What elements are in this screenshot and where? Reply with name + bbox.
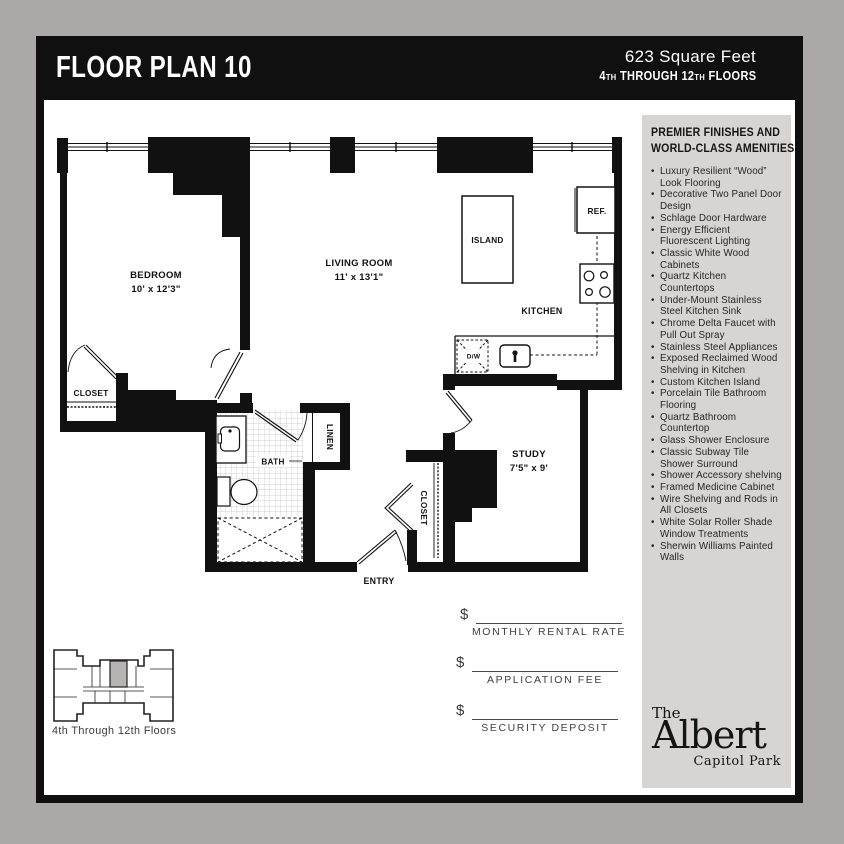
building-key-plan: [53, 649, 174, 722]
keyplan-unit-lines: [54, 666, 173, 703]
keyplan-caption: 4th Through 12th Floors: [52, 725, 177, 737]
amenities-list: Luxury Resilient “Wood” Look Flooring De…: [651, 166, 783, 564]
amenity-item: Quartz Kitchen Countertops: [651, 271, 783, 294]
amenities-heading: PREMIER FINISHES AND WORLD-CLASS AMENITI…: [651, 125, 799, 157]
dollar-sign: $: [456, 702, 465, 719]
floors-text: THROUGH 12: [616, 69, 694, 83]
amenities-sidebar: PREMIER FINISHES AND WORLD-CLASS AMENITI…: [642, 115, 799, 788]
fill-in-label: MONTHLY RENTAL RATE: [471, 626, 627, 638]
floors-text: FLOORS: [704, 69, 756, 83]
floors-ordinal: TH: [605, 72, 617, 82]
amenity-item: Energy Efficient Fluorescent Lighting: [651, 225, 783, 248]
floors-range: 4TH THROUGH 12TH FLOORS: [599, 69, 756, 83]
amenity-item: Decorative Two Panel Door Design: [651, 189, 783, 212]
floors-text: 4: [598, 69, 606, 83]
amenities-heading-line2: WORLD-CLASS AMENITIES:: [651, 143, 799, 155]
amenity-item: Stainless Steel Appliances: [651, 342, 783, 354]
fill-in-line: [476, 623, 622, 624]
page-title: FLOOR PLAN 10: [56, 49, 252, 84]
fill-in-label: APPLICATION FEE: [487, 674, 603, 686]
application-fee-row: $ APPLICATION FEE: [456, 654, 622, 698]
logo-the: The: [652, 704, 681, 722]
amenity-item: Sherwin Williams Painted Walls: [651, 541, 783, 564]
amenity-item: Luxury Resilient “Wood” Look Flooring: [651, 166, 783, 189]
amenities-heading-line1: PREMIER FINISHES AND: [651, 127, 781, 139]
amenity-item: Glass Shower Enclosure: [651, 435, 783, 447]
fill-in-line: [472, 719, 618, 720]
amenity-item: Classic White Wood Cabinets: [651, 248, 783, 271]
logo-name: Albert: [652, 713, 767, 757]
header-right: 623 Square Feet 4TH THROUGH 12TH FLOORS: [578, 47, 756, 83]
amenity-item: Classic Subway Tile Shower Surround: [651, 447, 783, 470]
page-frame: FLOOR PLAN 10 623 Square Feet 4TH THROUG…: [36, 36, 803, 803]
fill-in-line: [472, 671, 618, 672]
keyplan-unit-highlight: [109, 660, 128, 688]
amenity-item: Framed Medicine Cabinet: [651, 482, 783, 494]
security-deposit-row: $ SECURITY DEPOSIT: [456, 702, 622, 746]
floors-ordinal: TH: [693, 72, 705, 82]
property-logo: The Albert Capitol Park: [652, 704, 781, 769]
amenity-item: Quartz Bathroom Countertop: [651, 412, 783, 435]
dollar-sign: $: [456, 654, 465, 671]
logo-subtitle: Capitol Park: [693, 754, 781, 769]
amenity-item: Custom Kitchen Island: [651, 377, 783, 389]
amenity-item: Under-Mount Stainless Steel Kitchen Sink: [651, 295, 783, 318]
amenity-item: Wire Shelving and Rods in All Closets: [651, 494, 783, 517]
square-feet: 623 Square Feet: [624, 47, 756, 66]
fill-in-label: SECURITY DEPOSIT: [481, 722, 609, 734]
amenity-item: Porcelain Tile Bathroom Flooring: [651, 388, 783, 411]
amenity-item: Exposed Reclaimed Wood Shelving in Kitch…: [651, 353, 783, 376]
dollar-sign: $: [460, 606, 469, 623]
amenity-item: Shower Accessory shelving: [651, 470, 783, 482]
monthly-rental-rate-row: $ MONTHLY RENTAL RATE: [460, 606, 626, 650]
amenity-item: Schlage Door Hardware: [651, 213, 783, 225]
amenity-item: White Solar Roller Shade Window Treatmen…: [651, 517, 783, 540]
amenity-item: Chrome Delta Faucet with Pull Out Spray: [651, 318, 783, 341]
